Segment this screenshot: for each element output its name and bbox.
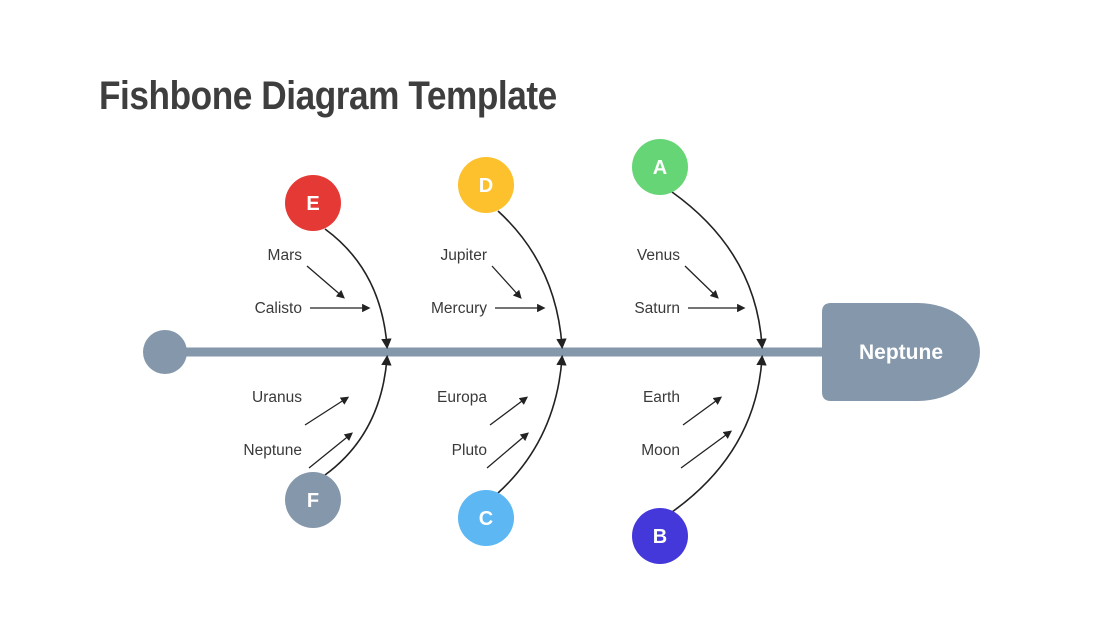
branch-b-circle bbox=[632, 508, 688, 564]
branch-b-bone bbox=[671, 354, 767, 513]
cause-label-venus: Venus bbox=[637, 247, 680, 264]
fishbone-spine: Neptune bbox=[143, 303, 980, 401]
branch-f-letter: F bbox=[307, 490, 319, 512]
branch-e: E Mars Calisto bbox=[255, 175, 392, 350]
branch-c-bone bbox=[497, 354, 567, 494]
cause-arrow-uranus bbox=[304, 396, 350, 426]
cause-label-mars: Mars bbox=[268, 247, 303, 264]
branch-d: D Jupiter Mercury bbox=[431, 157, 567, 350]
branch-e-letter: E bbox=[306, 193, 319, 215]
branch-a: A Venus Saturn bbox=[632, 139, 767, 350]
cause-label-europa: Europa bbox=[437, 389, 487, 406]
cause-arrow-earth bbox=[682, 396, 723, 426]
cause-label-moon: Moon bbox=[641, 442, 680, 459]
cause-arrow-mars bbox=[306, 265, 345, 299]
branch-e-bone bbox=[324, 228, 392, 350]
branch-f-bone bbox=[324, 354, 392, 476]
cause-arrow-jupiter bbox=[491, 265, 522, 299]
fish-head-shape bbox=[822, 303, 980, 401]
cause-label-jupiter: Jupiter bbox=[440, 247, 487, 264]
cause-arrow-pluto bbox=[486, 432, 529, 469]
branch-a-bone bbox=[671, 191, 767, 350]
branch-b: B Earth Moon bbox=[632, 354, 767, 564]
fish-head-label: Neptune bbox=[859, 341, 943, 364]
cause-label-saturn: Saturn bbox=[634, 300, 680, 317]
cause-arrow-moon bbox=[680, 430, 733, 469]
cause-label-earth: Earth bbox=[643, 389, 680, 406]
branch-d-circle bbox=[458, 157, 514, 213]
branch-a-letter: A bbox=[653, 157, 667, 179]
cause-label-uranus: Uranus bbox=[252, 389, 302, 406]
cause-arrow-europa bbox=[489, 396, 529, 426]
branch-d-letter: D bbox=[479, 175, 493, 197]
cause-arrow-venus bbox=[684, 265, 719, 299]
branch-c-circle bbox=[458, 490, 514, 546]
cause-arrow-neptune bbox=[308, 432, 353, 469]
branch-f-circle bbox=[285, 472, 341, 528]
branch-b-letter: B bbox=[653, 526, 667, 548]
cause-label-pluto: Pluto bbox=[452, 442, 487, 459]
branch-e-circle bbox=[285, 175, 341, 231]
spine-tail-circle bbox=[143, 330, 187, 374]
branch-a-circle bbox=[632, 139, 688, 195]
branch-d-bone bbox=[497, 210, 567, 350]
branch-c-letter: C bbox=[479, 508, 493, 530]
branch-f: F Uranus Neptune bbox=[243, 354, 392, 528]
page-title: Fishbone Diagram Template bbox=[99, 74, 557, 118]
cause-label-mercury: Mercury bbox=[431, 300, 487, 317]
cause-label-neptune: Neptune bbox=[243, 442, 302, 459]
branch-c: C Europa Pluto bbox=[437, 354, 567, 546]
cause-label-calisto: Calisto bbox=[255, 300, 302, 317]
